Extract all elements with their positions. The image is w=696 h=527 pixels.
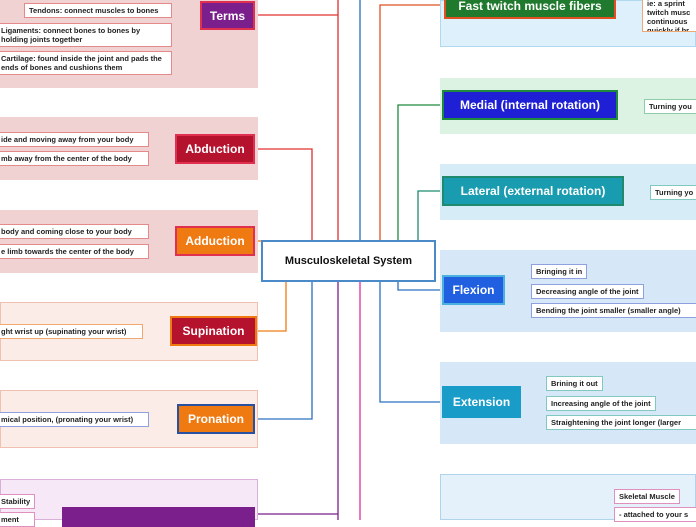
bottom-left-node (62, 507, 255, 527)
lateral-node[interactable]: Lateral (external rotation) (442, 176, 624, 206)
bottom-item-stability[interactable]: Stability (0, 494, 35, 509)
central-topic[interactable]: Musculoskeletal System (261, 240, 436, 282)
extension-item-3[interactable]: Straightening the joint longer (larger (546, 415, 696, 430)
extension-node[interactable]: Extension (442, 386, 521, 418)
flexion-item-1[interactable]: Bringing it in (531, 264, 588, 279)
terms-item-tendons[interactable]: Tendons: connect muscles to bones (24, 3, 172, 18)
abduction-node[interactable]: Abduction (175, 134, 255, 164)
supination-item-1[interactable]: ght wrist up (supinating your wrist) (0, 324, 143, 339)
skeletal-item-1[interactable]: Skeletal Muscle (614, 489, 680, 504)
adduction-node[interactable]: Adduction (175, 226, 255, 256)
pronation-item-1[interactable]: mical position, (pronating your wrist) (0, 412, 149, 427)
supination-label: Supination (182, 324, 245, 338)
supination-node[interactable]: Supination (170, 316, 257, 346)
flexion-node[interactable]: Flexion (442, 275, 505, 305)
terms-item-ligaments[interactable]: Ligaments: connect bones to bones by hol… (0, 23, 172, 47)
flexion-label: Flexion (452, 283, 495, 297)
terms-node[interactable]: Terms (200, 1, 255, 30)
terms-label: Terms (209, 8, 246, 23)
lateral-label: Lateral (external rotation) (460, 184, 606, 198)
flexion-item-2[interactable]: Decreasing angle of the joint (531, 284, 644, 299)
central-topic-label: Musculoskeletal System (284, 255, 413, 267)
fast-twitch-node[interactable]: Fast twitch muscle fibers (444, 0, 616, 19)
adduction-item-2[interactable]: e limb towards the center of the body (0, 244, 149, 259)
abduction-label: Abduction (185, 142, 245, 156)
lateral-item-1[interactable]: Turning yo (650, 185, 696, 200)
fast-twitch-label: Fast twitch muscle fibers (458, 0, 602, 13)
medial-node[interactable]: Medial (internal rotation) (442, 90, 618, 120)
adduction-label: Adduction (185, 234, 245, 248)
adduction-item-1[interactable]: body and coming close to your body (0, 224, 149, 239)
medial-label: Medial (internal rotation) (459, 98, 600, 112)
extension-item-2[interactable]: Increasing angle of the joint (546, 396, 656, 411)
extension-label: Extension (452, 395, 511, 409)
flexion-item-3[interactable]: Bending the joint smaller (smaller angle… (531, 303, 696, 318)
pronation-label: Pronation (188, 412, 244, 426)
abduction-item-1[interactable]: ide and moving away from your body (0, 132, 149, 147)
fast-twitch-note[interactable]: ie: a sprint twitch musc continuous quic… (642, 0, 696, 32)
medial-item-1[interactable]: Turning you (644, 99, 696, 114)
pronation-node[interactable]: Pronation (177, 404, 255, 434)
terms-item-cartilage[interactable]: Cartilage: found inside the joint and pa… (0, 51, 172, 75)
abduction-item-2[interactable]: mb away from the center of the body (0, 151, 149, 166)
extension-item-1[interactable]: Brining it out (546, 376, 603, 391)
